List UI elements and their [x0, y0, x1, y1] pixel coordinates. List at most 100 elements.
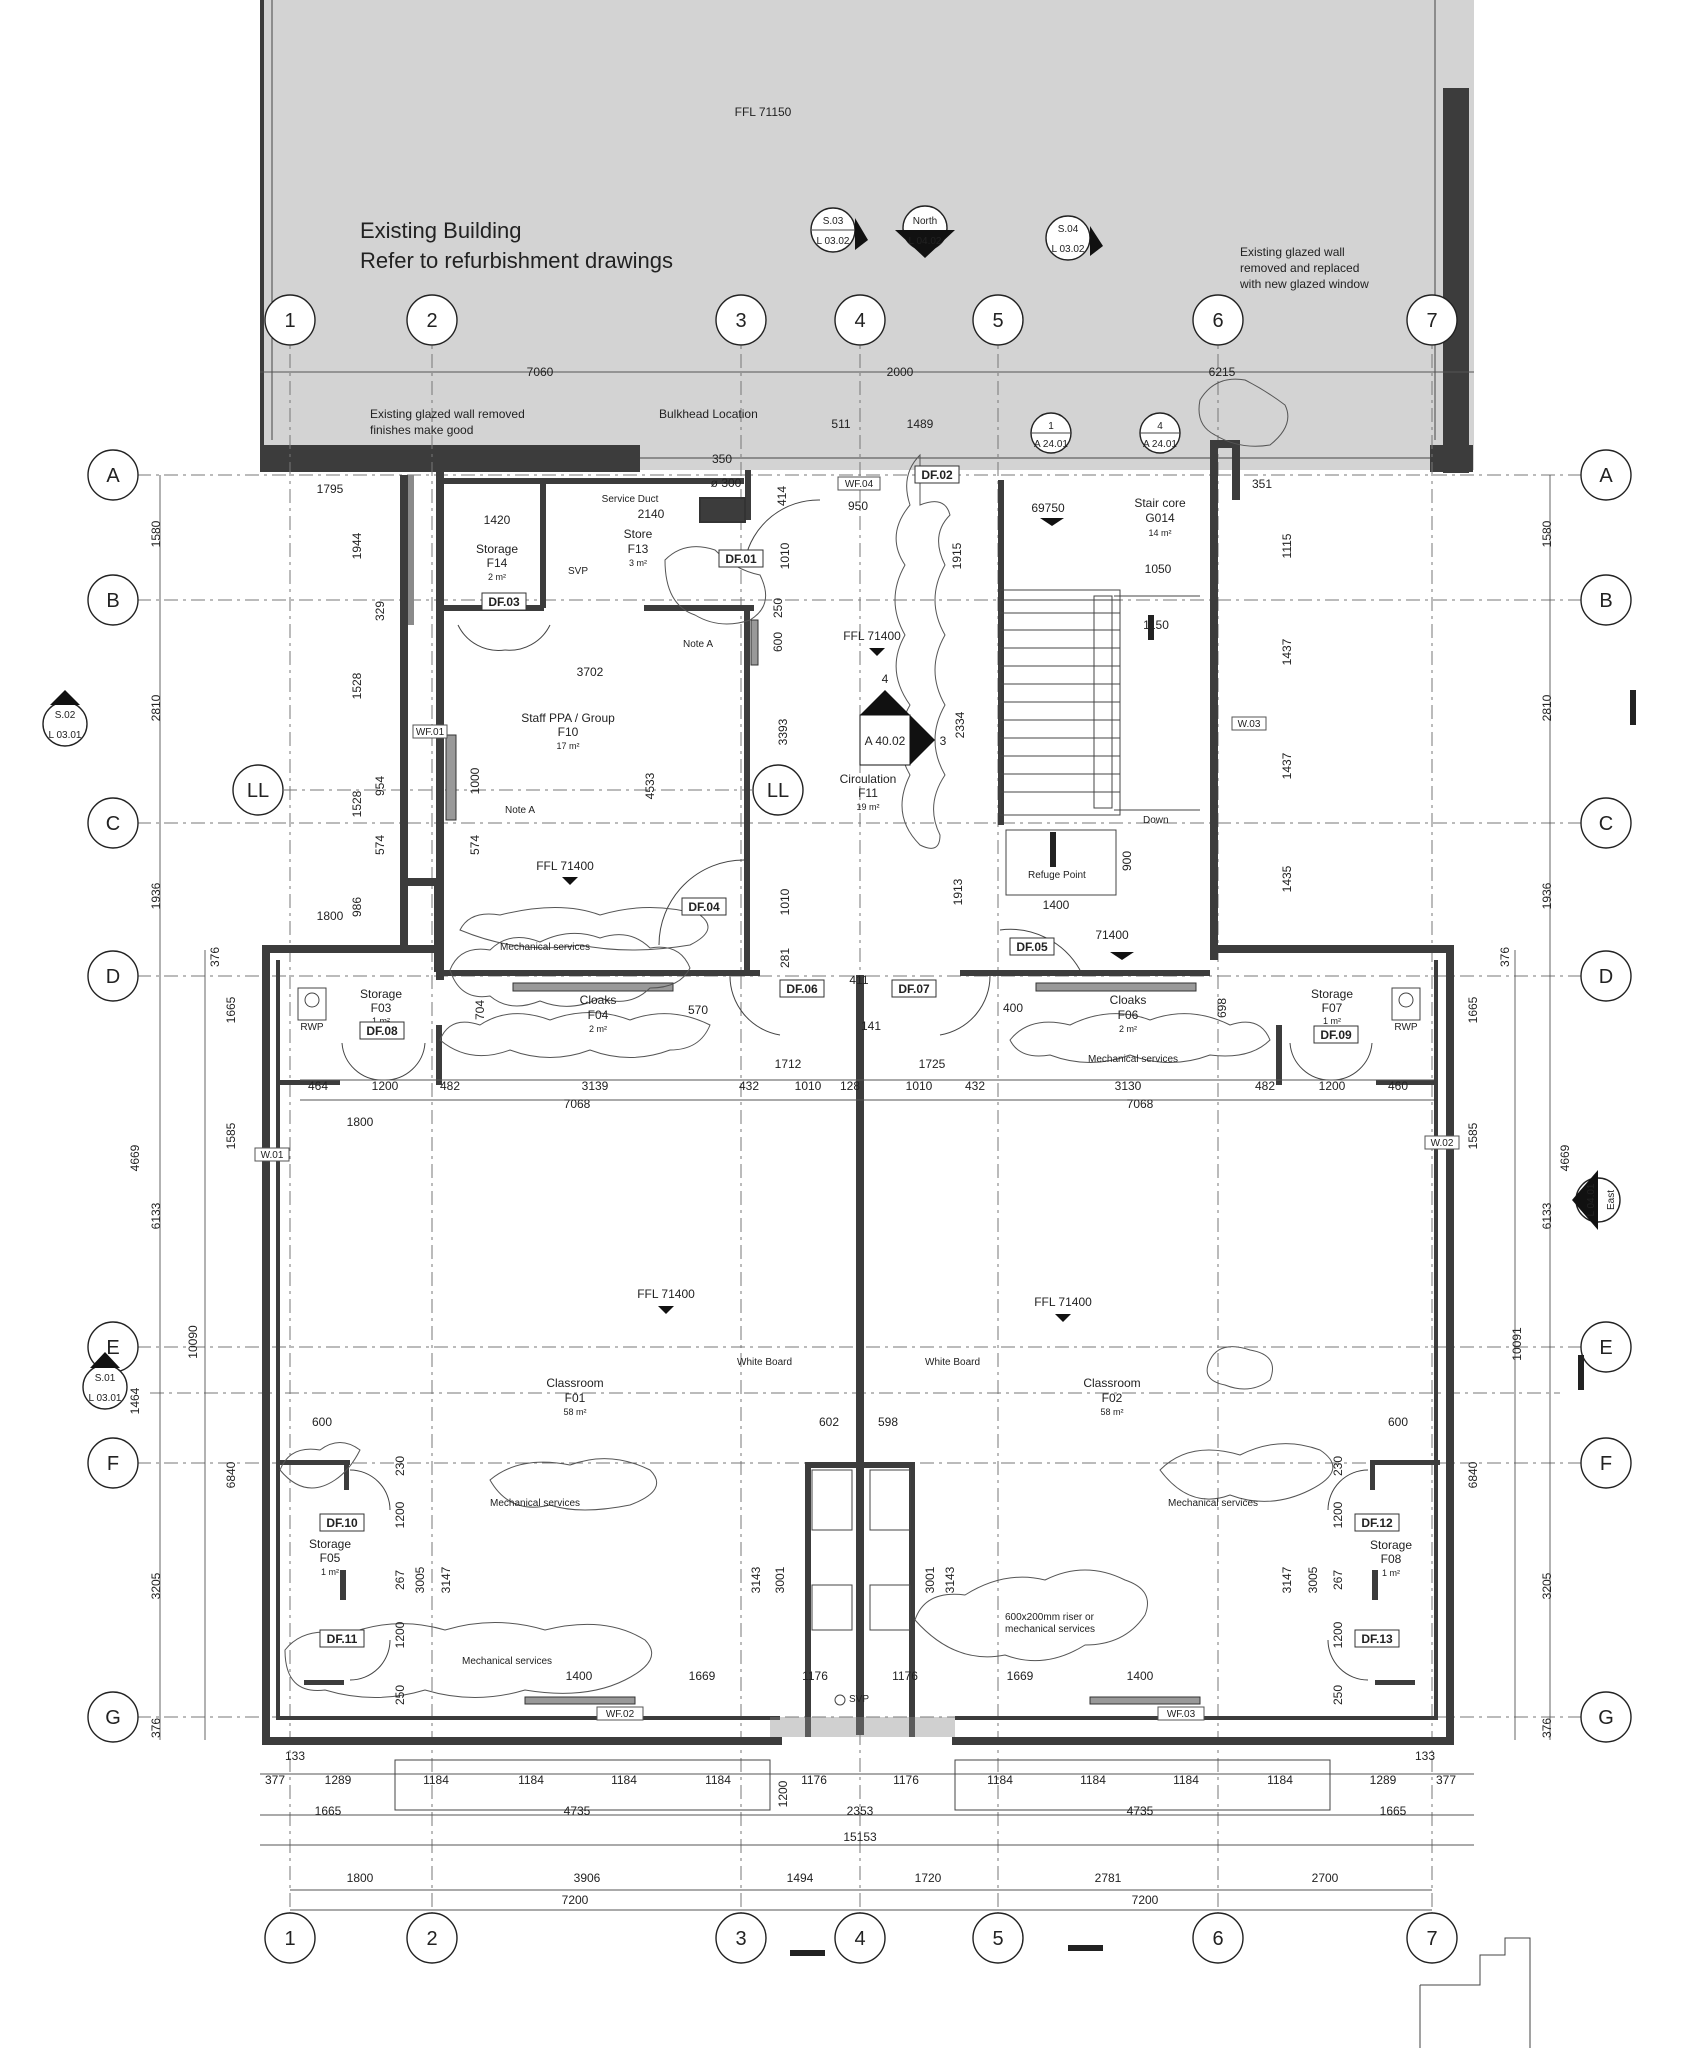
svg-text:E: E — [1599, 1337, 1612, 1359]
window-tag: WF.04 — [845, 479, 874, 490]
window-tag: WF.03 — [1167, 1709, 1196, 1720]
grid-bubble-7: 7 — [1406, 294, 1458, 346]
grid-bubble-G: G — [87, 1691, 139, 1743]
room-storage-f08-area: 1 m² — [1382, 1568, 1400, 1578]
svg-text:1400: 1400 — [566, 1669, 593, 1683]
svg-text:1: 1 — [1048, 421, 1054, 432]
section-mark-s04: S.04 L 03.02 — [1045, 215, 1103, 261]
svg-text:2353: 2353 — [847, 1804, 874, 1818]
window-tag: WF.01 — [416, 727, 445, 738]
svg-text:6: 6 — [1212, 310, 1223, 332]
room-storage-f05-code: F05 — [320, 1551, 341, 1565]
svg-text:2: 2 — [426, 1928, 437, 1950]
svg-text:2700: 2700 — [1312, 1871, 1339, 1885]
svg-text:1944: 1944 — [350, 532, 364, 559]
svg-text:400: 400 — [1003, 1001, 1023, 1015]
grid-bubble-G: G — [1580, 1691, 1632, 1743]
grid-bubble-3: 3 — [715, 1912, 767, 1964]
room-cloaks-f06-code: F06 — [1118, 1008, 1139, 1022]
svg-text:1420: 1420 — [484, 513, 511, 527]
svg-text:1010: 1010 — [778, 888, 792, 915]
svg-text:C: C — [106, 813, 120, 835]
door-tag: DF.12 — [1361, 1516, 1393, 1530]
door-tag: DF.07 — [898, 982, 930, 996]
grid-bubbles-top: 1 2 3 4 5 6 7 — [264, 294, 1458, 346]
svg-text:1150: 1150 — [1143, 618, 1169, 632]
existing-building-area — [260, 0, 1474, 470]
grid-bubble-LL-right: LL — [752, 764, 804, 816]
room-classroom-f02-ffl: FFL 71400 — [1034, 1295, 1092, 1309]
room-labels: Storage F14 2 m² Service Duct Store F13 … — [309, 494, 1412, 1578]
room-circulation-f11-name: Circulation — [840, 772, 897, 786]
section-mark-s01: S.01 L 03.01 — [82, 1352, 128, 1410]
window-tag: W.02 — [1431, 1138, 1454, 1149]
svg-text:954: 954 — [373, 776, 387, 796]
svg-text:A: A — [1599, 465, 1613, 487]
room-circulation-f11-code: F11 — [858, 786, 878, 800]
svg-text:1435: 1435 — [1280, 865, 1294, 892]
svg-text:1400: 1400 — [1043, 898, 1070, 912]
room-circulation-f11-ffl: FFL 71400 — [843, 629, 901, 643]
svg-text:1200: 1200 — [1319, 1079, 1346, 1093]
svg-text:1437: 1437 — [1280, 752, 1294, 779]
svg-text:376: 376 — [1540, 1718, 1554, 1738]
svg-text:230: 230 — [393, 1456, 407, 1476]
room-storage-f14-area: 2 m² — [488, 572, 506, 582]
existing-wall-right — [1443, 88, 1469, 473]
room-staff-f10-name: Staff PPA / Group — [521, 711, 615, 725]
svg-text:1184: 1184 — [1267, 1773, 1293, 1787]
svg-text:3906: 3906 — [574, 1871, 601, 1885]
existing-building: FFL 71150 Existing Building Refer to ref… — [260, 0, 1474, 473]
door-tag: DF.06 — [786, 982, 818, 996]
svg-text:3205: 3205 — [1540, 1572, 1554, 1599]
room-store-f13-code: F13 — [628, 542, 649, 556]
svg-text:East: East — [1606, 1190, 1617, 1210]
svg-text:3702: 3702 — [577, 665, 604, 679]
note-white-board: White Board — [925, 1357, 980, 1368]
note-riser-1: 600x200mm riser or — [1005, 1612, 1095, 1623]
svg-text:L 04.02: L 04.02 — [909, 236, 942, 247]
note-bulkhead: Bulkhead Location — [659, 407, 758, 421]
svg-text:3005: 3005 — [1306, 1566, 1320, 1593]
room-staff-f10-code: F10 — [558, 725, 579, 739]
note-glazed-wall-right-1: Existing glazed wall — [1240, 245, 1345, 259]
svg-text:A 24.01: A 24.01 — [1143, 439, 1177, 450]
svg-text:1800: 1800 — [347, 1871, 374, 1885]
svg-text:377: 377 — [1436, 1773, 1456, 1787]
svg-text:3147: 3147 — [1280, 1566, 1294, 1593]
dimensions-left: 1580 2810 1936 376 1665 1585 4669 6133 1… — [128, 520, 238, 1738]
svg-text:1936: 1936 — [1540, 882, 1554, 909]
svg-text:1184: 1184 — [1173, 1773, 1199, 1787]
door-tag: DF.08 — [366, 1024, 398, 1038]
svg-text:C: C — [1599, 813, 1613, 835]
svg-text:1184: 1184 — [518, 1773, 544, 1787]
svg-text:10090: 10090 — [186, 1325, 200, 1359]
svg-text:574: 574 — [468, 835, 482, 855]
level-markers — [562, 518, 1134, 1322]
door-tag: DF.02 — [921, 468, 953, 482]
grid-bubble-4: 4 — [834, 1912, 886, 1964]
svg-text:7200: 7200 — [562, 1893, 589, 1907]
room-storage-f08-code: F08 — [1381, 1552, 1402, 1566]
svg-text:376: 376 — [1498, 947, 1512, 967]
door-tags: DF.01 DF.02 DF.03 DF.04 DF.05 DF.06 DF.0… — [319, 465, 1400, 1648]
room-classroom-f01-ffl: FFL 71400 — [637, 1287, 695, 1301]
svg-text:7068: 7068 — [1127, 1097, 1154, 1111]
grid-bubble-5: 5 — [972, 1912, 1024, 1964]
room-storage-f07-name: Storage — [1311, 987, 1353, 1001]
svg-text:10091: 10091 — [1510, 1327, 1524, 1361]
svg-text:351: 351 — [1252, 477, 1272, 491]
section-mark-a2401-1: 1 A 24.01 — [1030, 412, 1072, 454]
svg-text:B: B — [1599, 590, 1612, 612]
svg-text:267: 267 — [1331, 1570, 1345, 1590]
note-mech: Mechanical services — [1088, 1054, 1178, 1065]
svg-text:3130: 3130 — [1115, 1079, 1142, 1093]
svg-text:1184: 1184 — [423, 1773, 449, 1787]
svg-text:S.01: S.01 — [95, 1373, 116, 1384]
grid-bubble-D: D — [87, 950, 139, 1002]
room-classroom-f01-area: 58 m² — [563, 1407, 586, 1417]
dimensions-right: 1580 2810 1936 376 1665 1585 4669 6133 1… — [1466, 520, 1572, 1738]
svg-text:2810: 2810 — [1540, 694, 1554, 721]
room-cloaks-f04-area: 2 m² — [589, 1024, 607, 1034]
door-tag: DF.05 — [1016, 940, 1048, 954]
